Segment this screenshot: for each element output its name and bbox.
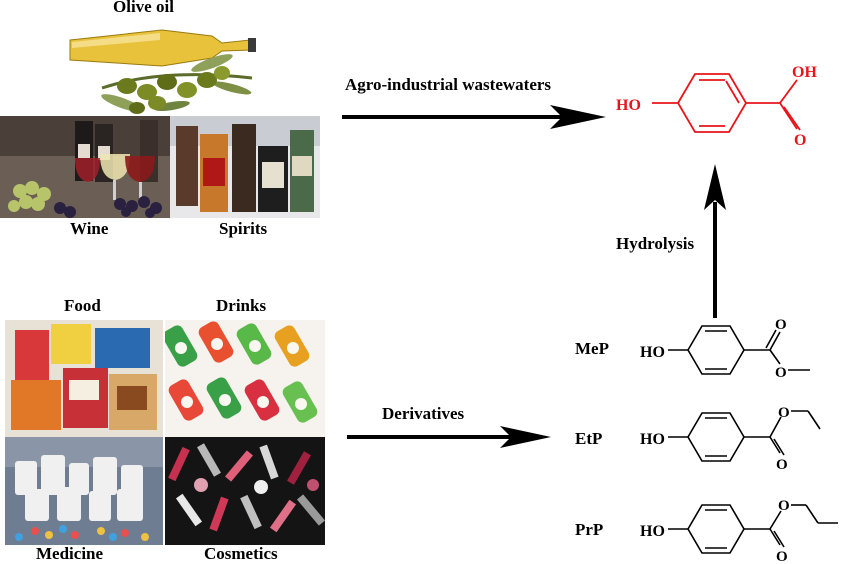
drinks-label: Drinks xyxy=(216,296,267,315)
target-molecule: HO OH O xyxy=(616,64,817,149)
derivatives-arrow xyxy=(347,426,551,448)
mep-o-ester: O xyxy=(775,365,787,381)
etp-ho: HO xyxy=(640,431,665,448)
target-ho: HO xyxy=(616,97,641,114)
target-oh: OH xyxy=(792,64,817,81)
hydrolysis-arrow xyxy=(704,164,726,318)
prp-o-carbonyl: O xyxy=(776,549,788,563)
etp-molecule: HO O O xyxy=(640,405,821,473)
spirits-label: Spirits xyxy=(219,219,268,238)
olive-oil-label: Olive oil xyxy=(113,0,174,16)
olive-oil-image xyxy=(62,18,257,118)
prp-ho: HO xyxy=(640,523,665,540)
agro-arrow xyxy=(342,105,606,129)
spirits-image xyxy=(170,116,320,218)
derivatives-arrow-label: Derivatives xyxy=(382,404,465,423)
prp-o-ester: O xyxy=(778,498,790,514)
medicine-image xyxy=(5,437,163,545)
drinks-image xyxy=(165,320,325,437)
etp-label: EtP xyxy=(575,429,603,448)
food-label: Food xyxy=(64,296,101,315)
food-image xyxy=(5,320,163,437)
wine-image xyxy=(0,116,170,218)
hydrolysis-arrow-label: Hydrolysis xyxy=(616,234,695,253)
mep-label: MeP xyxy=(575,339,609,358)
etp-o-carbonyl: O xyxy=(776,457,788,473)
cosmetics-image xyxy=(165,437,325,545)
wine-label: Wine xyxy=(70,219,109,238)
prp-molecule: HO O O xyxy=(640,498,838,563)
prp-label: PrP xyxy=(575,520,604,539)
agro-arrow-label: Agro-industrial wastewaters xyxy=(345,75,552,94)
mep-o-carbonyl: O xyxy=(775,317,787,333)
cosmetics-label: Cosmetics xyxy=(204,544,278,563)
mep-molecule: HO O O xyxy=(640,317,810,381)
medicine-label: Medicine xyxy=(36,544,104,563)
etp-o-ester: O xyxy=(778,405,790,421)
target-o: O xyxy=(794,132,806,149)
mep-ho: HO xyxy=(640,344,665,361)
